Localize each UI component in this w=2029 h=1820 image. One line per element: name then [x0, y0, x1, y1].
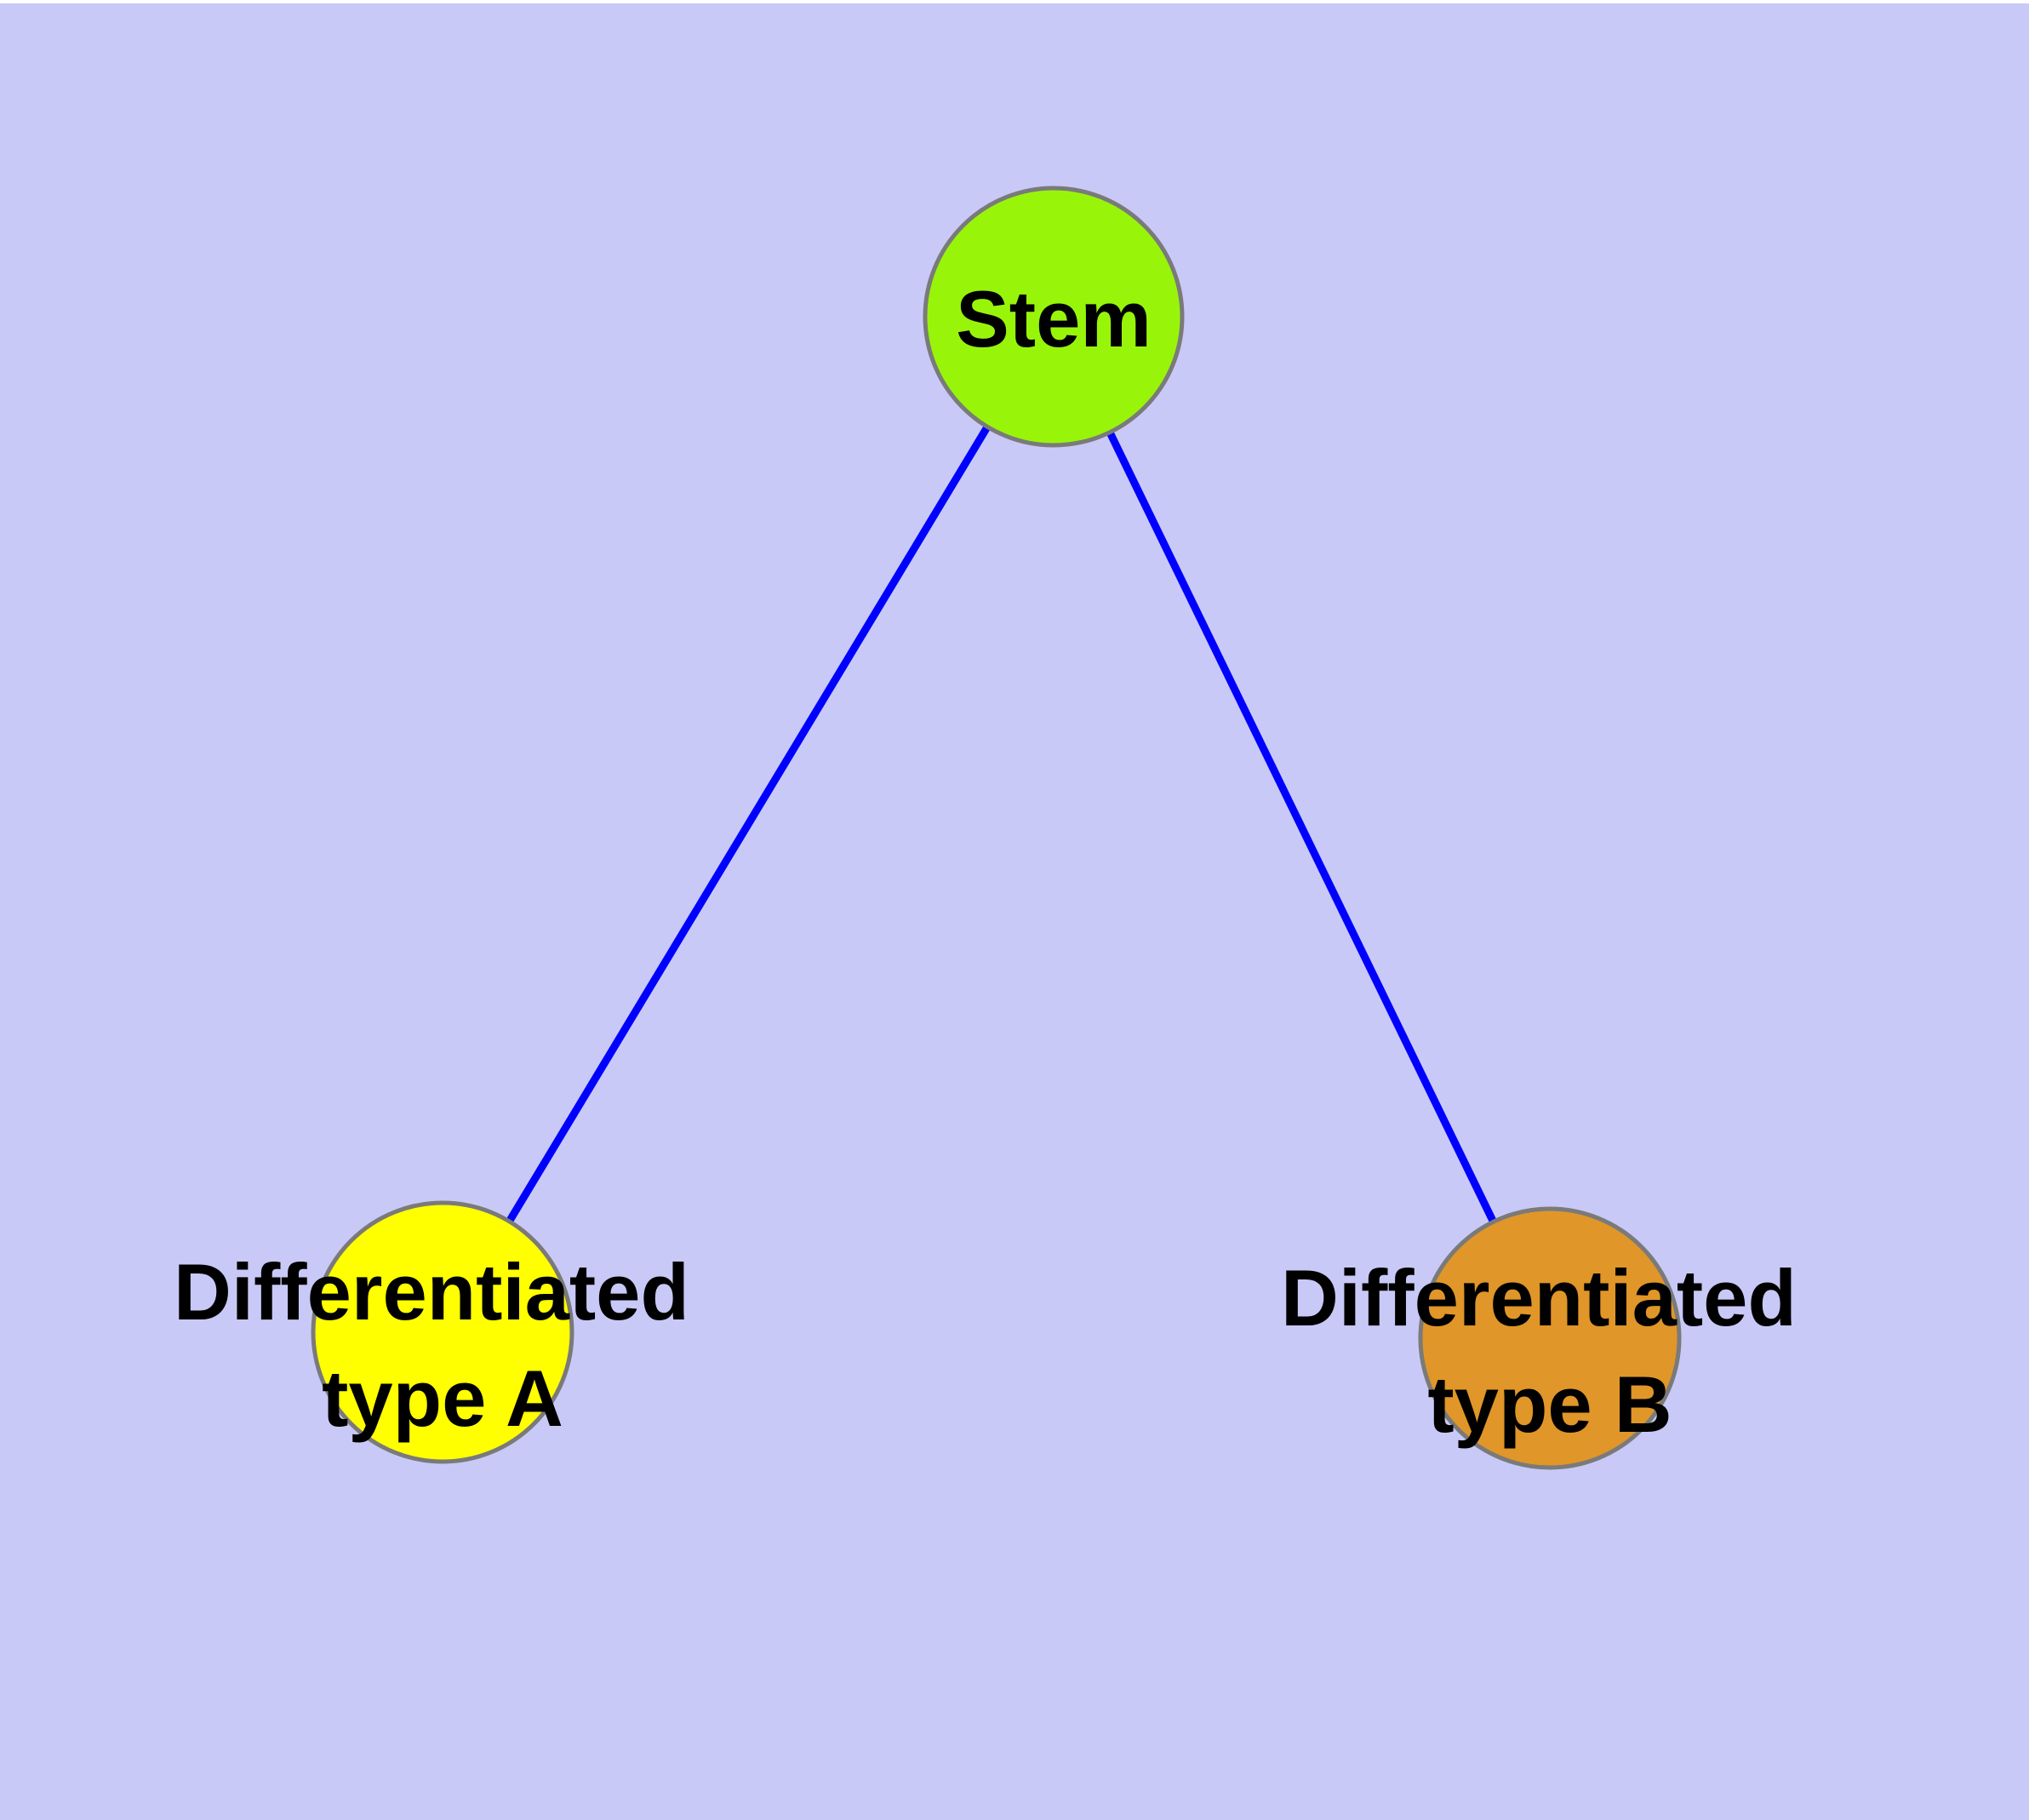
edge-group	[439, 314, 1554, 1340]
type-b-node-circle	[1418, 1206, 1682, 1470]
top-margin-strip	[0, 0, 2029, 3]
node-type-a: Differentiated type A	[174, 1200, 712, 1464]
stem-node-circle	[923, 186, 1185, 448]
type-b-node-label: Differentiated type B	[1281, 1253, 1819, 1449]
type-b-label-line1: Differentiated	[1281, 1253, 1797, 1342]
node-stem: Stem	[923, 186, 1185, 448]
node-type-b: Differentiated type B	[1281, 1206, 1819, 1470]
type-a-label-line2: type A	[322, 1354, 563, 1443]
type-b-label-line2: type B	[1427, 1359, 1672, 1449]
edge-stem-to-type-b	[1049, 315, 1554, 1340]
type-a-node-label: Differentiated type A	[174, 1247, 712, 1443]
type-a-label-line1: Differentiated	[174, 1247, 689, 1336]
edge-stem-to-type-a	[439, 314, 1057, 1335]
stem-node-label: Stem	[956, 274, 1152, 363]
type-a-node-circle	[311, 1200, 574, 1464]
